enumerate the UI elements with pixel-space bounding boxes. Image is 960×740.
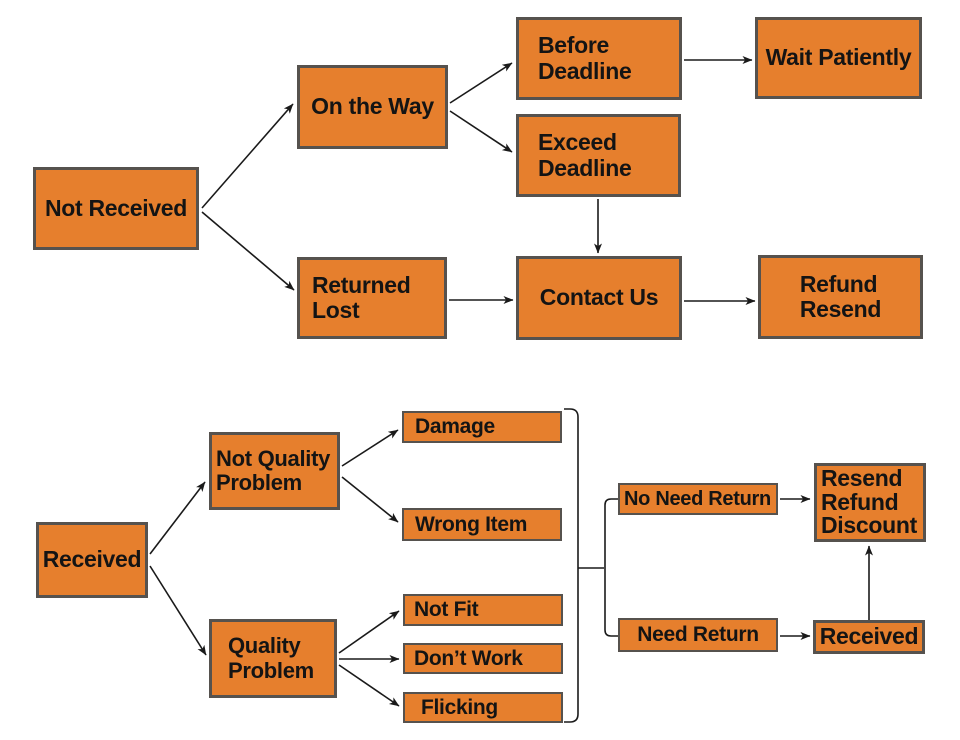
group-bracket [564, 408, 579, 723]
node-exceed-deadline-label: Exceed Deadline [538, 129, 632, 181]
node-returned-lost: Returned Lost [297, 257, 447, 339]
node-quality-problem: Quality Problem [209, 619, 337, 698]
node-on-the-way-label: On the Way [311, 93, 434, 120]
node-not-fit: Not Fit [403, 594, 563, 626]
branch-connector [604, 498, 618, 637]
arrow-on-the-way-to-before-deadline [449, 62, 513, 104]
node-before-deadline-label: Before Deadline [538, 32, 632, 84]
arrow-quality-problem-to-not-fit [338, 610, 400, 654]
node-received-label: Received [42, 546, 142, 573]
arrow-not-quality-problem-to-damage [341, 429, 399, 467]
node-exceed-deadline: Exceed Deadline [516, 114, 681, 197]
node-not-received-label: Not Received [44, 194, 188, 221]
node-resend-refund-discount-label: Resend Refund Discount [821, 464, 917, 539]
node-not-quality-problem: Not Quality Problem [209, 432, 340, 510]
node-need-return: Need Return [618, 618, 778, 652]
node-wait-patiently: Wait Patiently [755, 17, 922, 99]
node-quality-problem-label: Quality Problem [228, 633, 314, 683]
node-returned-lost-label: Returned Lost [312, 271, 411, 323]
node-not-received: Not Received [33, 167, 199, 250]
arrow-quality-problem-to-flicking [338, 664, 400, 707]
node-received-after-return: Received [813, 620, 925, 654]
arrow-on-the-way-to-exceed-deadline [449, 110, 513, 153]
node-on-the-way: On the Way [297, 65, 448, 149]
node-resend-refund-discount: Resend Refund Discount [814, 463, 926, 542]
node-received: Received [36, 522, 148, 598]
node-wrong-item: Wrong Item [402, 508, 562, 541]
node-contact-us: Contact Us [516, 256, 682, 340]
node-need-return-label: Need Return [637, 623, 759, 647]
node-received-after-return-label: Received [819, 623, 919, 650]
node-before-deadline: Before Deadline [516, 17, 682, 100]
node-contact-us-label: Contact Us [539, 284, 659, 311]
arrow-received-to-quality-problem [149, 565, 207, 656]
node-refund-resend: Refund Resend [758, 255, 923, 339]
node-no-need-return-label: No Need Return [624, 488, 771, 510]
node-damage-label: Damage [415, 415, 495, 439]
arrow-not-received-to-on-the-way [201, 103, 294, 209]
arrow-received-to-not-quality-problem [149, 481, 206, 555]
node-refund-resend-label: Refund Resend [799, 270, 882, 322]
node-dont-work: Don’t Work [403, 643, 563, 674]
node-dont-work-label: Don’t Work [414, 646, 523, 670]
node-wrong-item-label: Wrong Item [415, 512, 528, 536]
node-damage: Damage [402, 411, 562, 443]
arrow-not-quality-problem-to-wrong-item [341, 476, 399, 523]
node-not-quality-problem-label: Not Quality Problem [216, 445, 331, 495]
arrow-not-received-to-returned-lost [201, 211, 295, 291]
node-flicking-label: Flicking [421, 695, 498, 719]
node-wait-patiently-label: Wait Patiently [765, 44, 912, 71]
node-not-fit-label: Not Fit [414, 598, 479, 622]
node-flicking: Flicking [403, 692, 563, 723]
node-no-need-return: No Need Return [618, 483, 778, 515]
